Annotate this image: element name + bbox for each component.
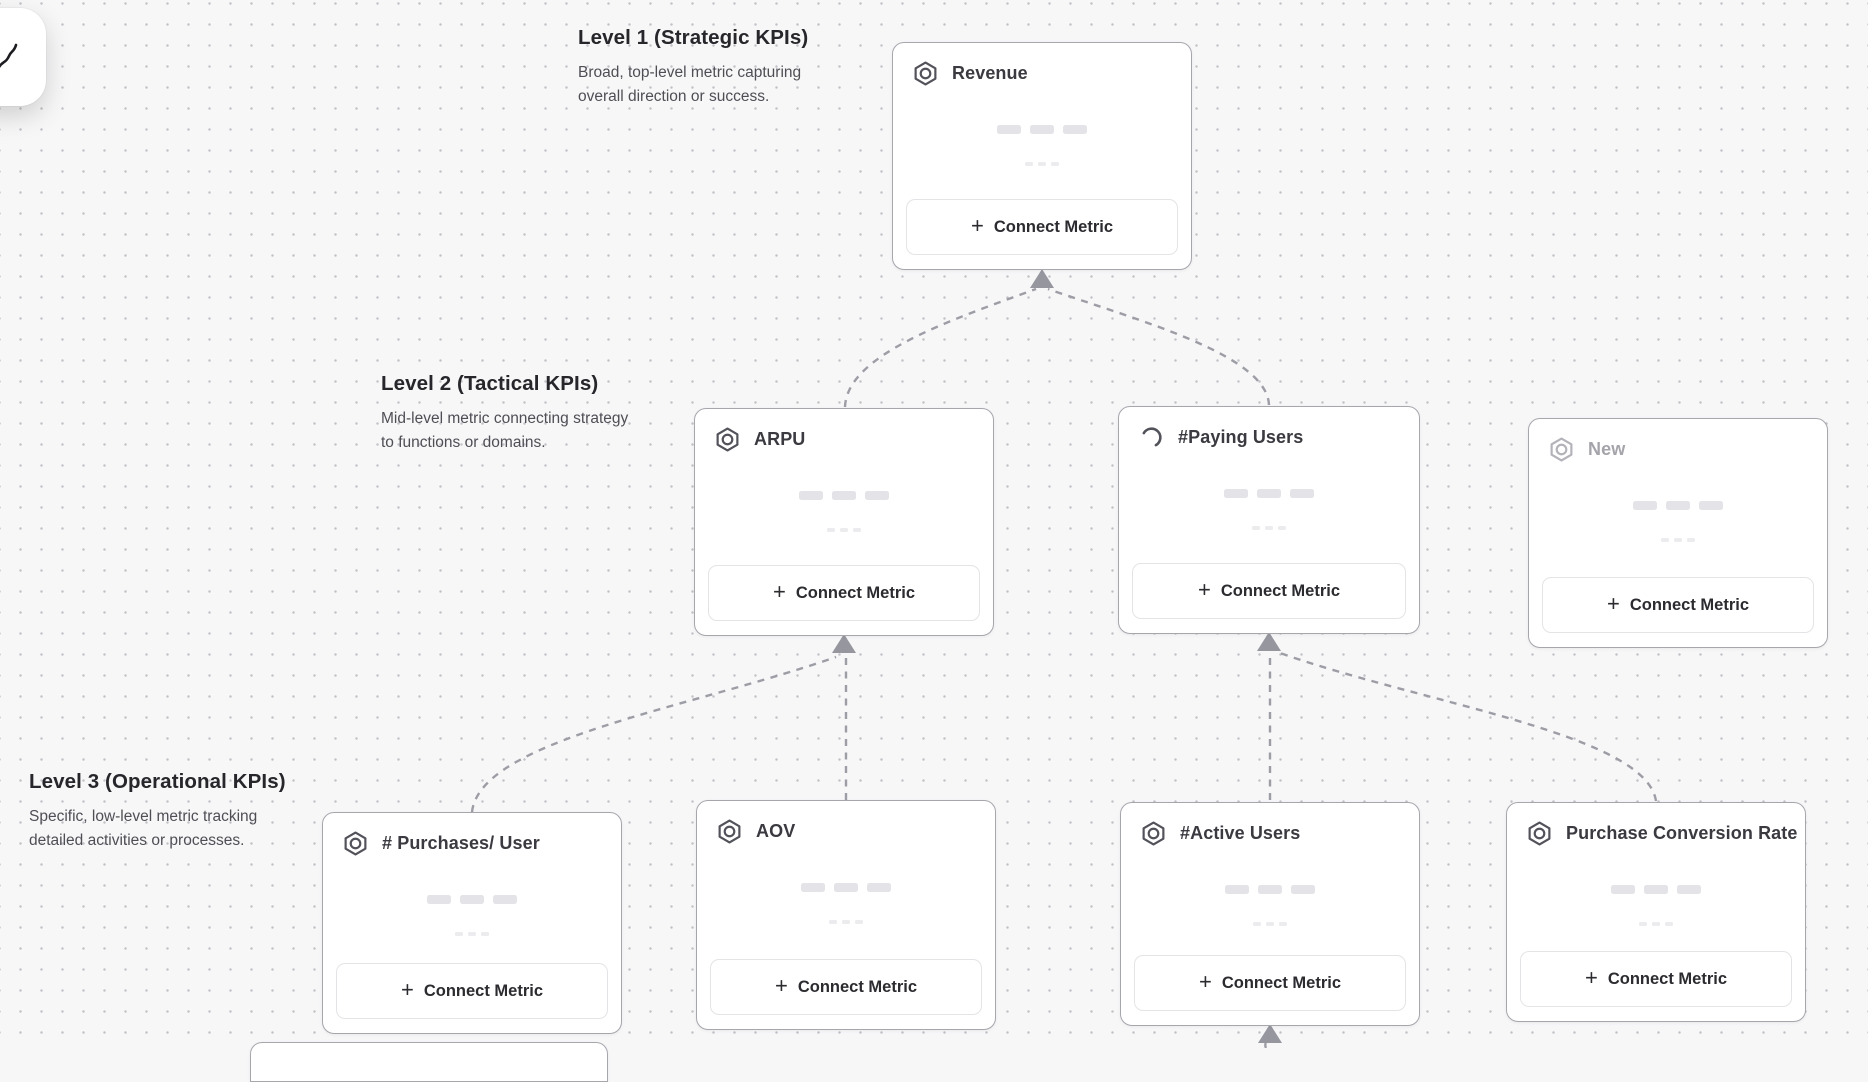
arrowhead-arpu <box>832 634 856 653</box>
level-1-description: Broad, top-level metric capturing overal… <box>578 64 802 106</box>
pen-stroke-icon <box>0 43 18 68</box>
card-header: #Paying Users <box>1119 407 1419 451</box>
plus-icon: + <box>1606 591 1620 616</box>
level-1-title: Level 1 (Strategic KPIs) <box>578 26 809 49</box>
metric-card-title: Revenue <box>952 63 1028 83</box>
metric-card-revenue[interactable]: Revenue + Connect Metric <box>892 42 1192 270</box>
level-1-label: Level 1 (Strategic KPIs) Broad, top-leve… <box>578 26 830 109</box>
metric-card-title: #Active Users <box>1180 823 1301 843</box>
arrowhead-payingusers <box>1257 632 1281 651</box>
corner-toolbar-widget[interactable] <box>0 8 46 106</box>
card-header: # Purchases/ User <box>323 813 621 857</box>
connect-metric-label: Connect Metric <box>797 977 918 996</box>
level-3-description: Specific, low-level metric tracking deta… <box>29 808 258 850</box>
connect-metric-button[interactable]: + Connect Metric <box>1542 577 1814 633</box>
card-header: ARPU <box>695 409 993 453</box>
plus-icon: + <box>970 213 984 238</box>
metric-hexagon-icon <box>714 426 741 453</box>
metric-card-title: # Purchases/ User <box>382 833 540 853</box>
metric-card-title: New <box>1588 439 1626 459</box>
connect-metric-button[interactable]: + Connect Metric <box>1132 563 1406 619</box>
connector-arpu-to-revenue <box>843 287 1037 408</box>
level-3-label: Level 3 (Operational KPIs) Specific, low… <box>29 770 286 853</box>
card-header: AOV <box>697 801 995 845</box>
loading-spinner-icon <box>1138 424 1165 451</box>
level-2-title: Level 2 (Tactical KPIs) <box>381 372 599 395</box>
metric-card-arpu[interactable]: ARPU + Connect Metric <box>694 408 994 636</box>
level-3-title: Level 3 (Operational KPIs) <box>29 770 286 793</box>
connect-metric-label: Connect Metric <box>423 981 544 1000</box>
connector-payingusers-to-revenue <box>1047 287 1271 406</box>
arrowhead-activeusers <box>1258 1024 1282 1043</box>
card-header: Purchase Conversion Rate <box>1507 803 1805 847</box>
metric-card-title: ARPU <box>754 429 806 449</box>
connect-metric-label: Connect Metric <box>993 217 1114 236</box>
plus-icon: + <box>774 973 788 998</box>
connect-metric-button[interactable]: + Connect Metric <box>710 959 982 1015</box>
metric-card-purchase-conversion-rate[interactable]: Purchase Conversion Rate + Connect Metri… <box>1506 802 1806 1022</box>
arrowhead-revenue <box>1030 269 1054 288</box>
metric-card-active-users[interactable]: #Active Users + Connect Metric <box>1120 802 1420 1026</box>
metric-hexagon-icon <box>1526 820 1553 847</box>
plus-icon: + <box>400 977 414 1002</box>
metric-card-title: AOV <box>756 821 796 841</box>
metric-card-title: #Paying Users <box>1178 427 1304 447</box>
connect-metric-button[interactable]: + Connect Metric <box>1134 955 1406 1011</box>
connector-purchases-to-arpu <box>470 655 837 813</box>
connect-metric-button[interactable]: + Connect Metric <box>1520 951 1792 1007</box>
connect-metric-label: Connect Metric <box>1221 973 1342 992</box>
connect-metric-label: Connect Metric <box>795 583 916 602</box>
metric-card-aov[interactable]: AOV + Connect Metric <box>696 800 996 1030</box>
metric-hexagon-icon <box>1548 436 1575 463</box>
plus-icon: + <box>1197 577 1211 602</box>
metric-card-partial-offscreen[interactable] <box>250 1042 608 1082</box>
plus-icon: + <box>1584 965 1598 990</box>
metric-card-purchases-per-user[interactable]: # Purchases/ User + Connect Metric <box>322 812 622 1034</box>
connector-conversionrate-to-payingusers <box>1276 650 1658 802</box>
metric-card-new[interactable]: New + Connect Metric <box>1528 418 1828 648</box>
connect-metric-label: Connect Metric <box>1607 969 1728 988</box>
connect-metric-button[interactable]: + Connect Metric <box>906 199 1178 255</box>
card-header: New <box>1529 419 1827 463</box>
level-2-description: Mid-level metric connecting strategy to … <box>381 410 629 452</box>
metric-card-title: Purchase Conversion Rate <box>1566 823 1798 843</box>
connect-metric-label: Connect Metric <box>1220 581 1341 600</box>
connect-metric-button[interactable]: + Connect Metric <box>708 565 980 621</box>
metric-hexagon-icon <box>912 60 939 87</box>
metric-hexagon-icon <box>342 830 369 857</box>
metric-card-paying-users[interactable]: #Paying Users + Connect Metric <box>1118 406 1420 634</box>
card-header: #Active Users <box>1121 803 1419 847</box>
plus-icon: + <box>1198 969 1212 994</box>
connect-metric-label: Connect Metric <box>1629 595 1750 614</box>
card-header: Revenue <box>893 43 1191 87</box>
connect-metric-button[interactable]: + Connect Metric <box>336 963 608 1019</box>
plus-icon: + <box>772 579 786 604</box>
connector-offscreen-to-activeusers <box>1264 1032 1269 1048</box>
metric-hexagon-icon <box>1140 820 1167 847</box>
metric-hexagon-icon <box>716 818 743 845</box>
level-2-label: Level 2 (Tactical KPIs) Mid-level metric… <box>381 372 633 455</box>
